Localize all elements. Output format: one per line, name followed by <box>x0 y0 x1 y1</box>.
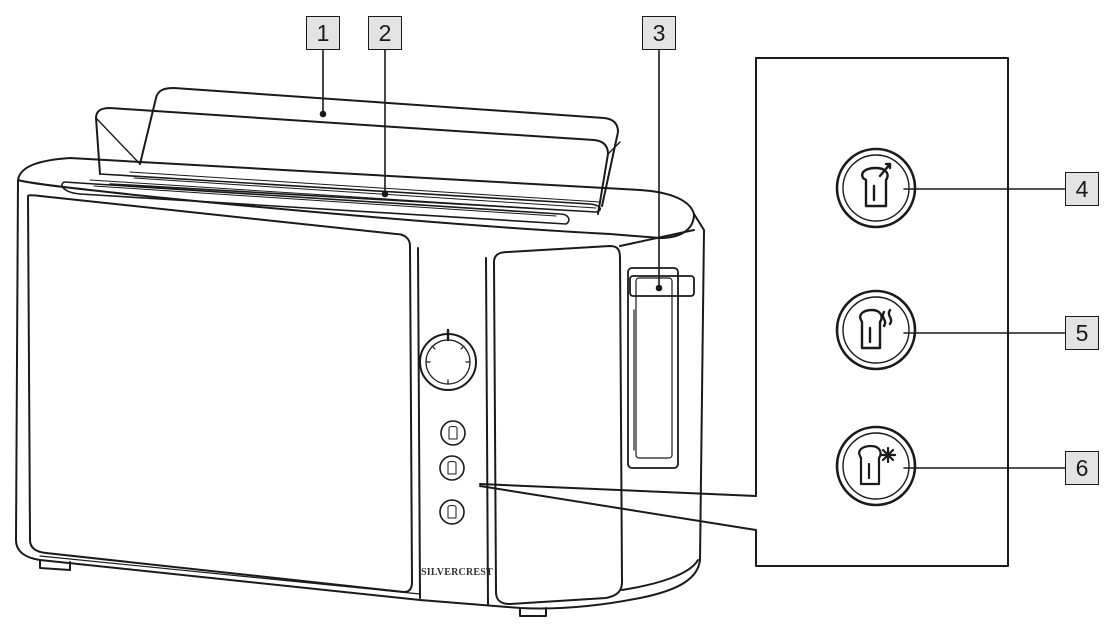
browning-dial <box>419 328 477 391</box>
callout-label-5: 5 <box>1065 316 1099 350</box>
bread-reheat-icon <box>859 308 893 350</box>
callout-label-2: 2 <box>368 16 402 50</box>
leader-lines <box>319 49 1066 469</box>
callout-label-3: 3 <box>642 16 676 50</box>
bun-warmer-rack <box>95 87 621 215</box>
bread-defrost-icon <box>858 444 897 486</box>
callout-label-4: 4 <box>1065 172 1099 206</box>
button-4-lift <box>835 147 917 229</box>
callout-label-1: 1 <box>306 16 340 50</box>
bread-lift-icon <box>861 162 892 208</box>
inset-panel <box>479 57 1009 567</box>
callout-label-6: 6 <box>1065 451 1099 485</box>
small-buttons <box>439 420 466 525</box>
brand-logo-text: SILVERCREST <box>421 567 493 578</box>
toaster-body <box>15 157 705 617</box>
lift-lever <box>627 267 695 469</box>
button-5-reheat <box>835 289 917 371</box>
toaster-slots <box>61 171 602 225</box>
button-6-defrost <box>835 425 917 507</box>
